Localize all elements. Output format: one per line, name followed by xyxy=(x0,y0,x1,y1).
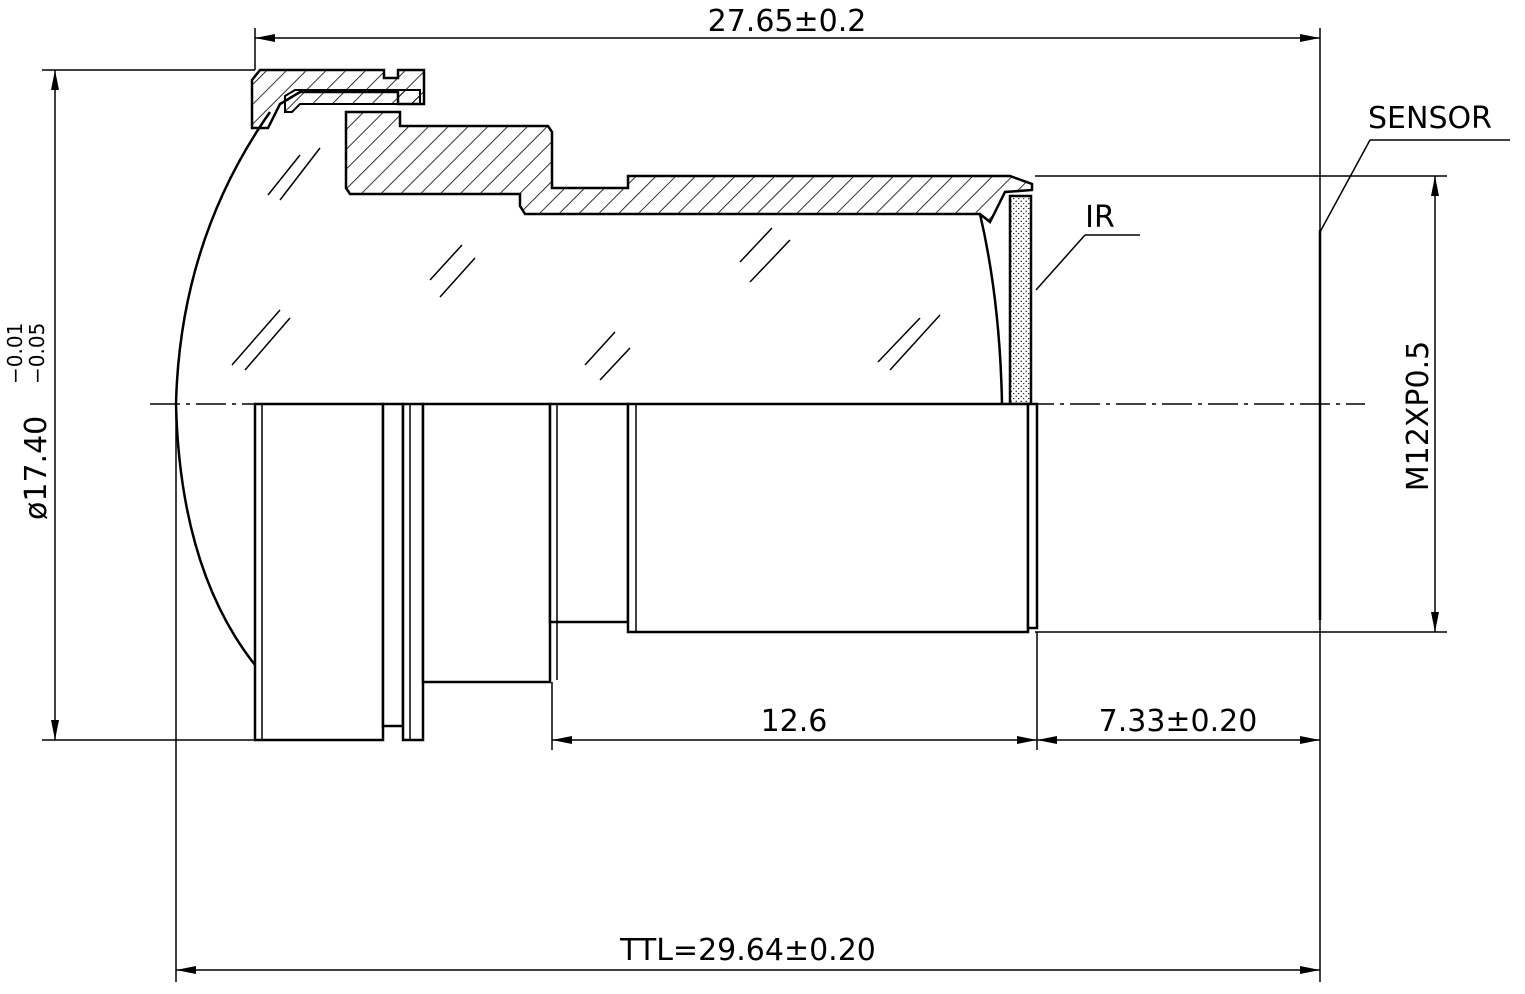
barrel xyxy=(344,110,1034,224)
ttl-label: TTL=29.64±0.20 xyxy=(619,933,876,968)
glass-reflections xyxy=(231,147,941,381)
ttl-dimension: TTL=29.64±0.20 xyxy=(175,404,1320,982)
lens-lower-exterior xyxy=(253,402,1039,742)
ir-filter xyxy=(1008,194,1033,406)
thread-label: M12XP0.5 xyxy=(1401,341,1436,491)
diameter-dimension: ø17.40 −0.01 −0.05 xyxy=(3,69,255,741)
ir-callout: IR xyxy=(1035,200,1140,291)
thread-section xyxy=(626,402,1030,634)
sensor-plane: SENSOR xyxy=(1318,101,1510,982)
diameter-tol-upper: −0.01 xyxy=(3,323,27,384)
thread-dimension: M12XP0.5 xyxy=(1035,175,1447,633)
mount-length-label: 12.6 xyxy=(761,704,828,739)
overall-length-label: 27.65±0.2 xyxy=(708,4,867,39)
sensor-label: SENSOR xyxy=(1368,101,1492,136)
diameter-tol-lower: −0.05 xyxy=(25,323,49,384)
lens-upper-section xyxy=(174,68,1034,666)
ir-label: IR xyxy=(1085,200,1115,235)
back-focal-dimension: 7.33±0.20 xyxy=(1037,704,1320,744)
retaining-ring xyxy=(284,89,421,113)
mount-length-dimension: 12.6 xyxy=(551,632,1038,750)
overall-length-dimension: 27.65±0.2 xyxy=(254,4,1321,230)
front-cap xyxy=(250,68,426,130)
back-focal-label: 7.33±0.20 xyxy=(1099,704,1258,739)
diameter-label: ø17.40 xyxy=(19,416,54,520)
